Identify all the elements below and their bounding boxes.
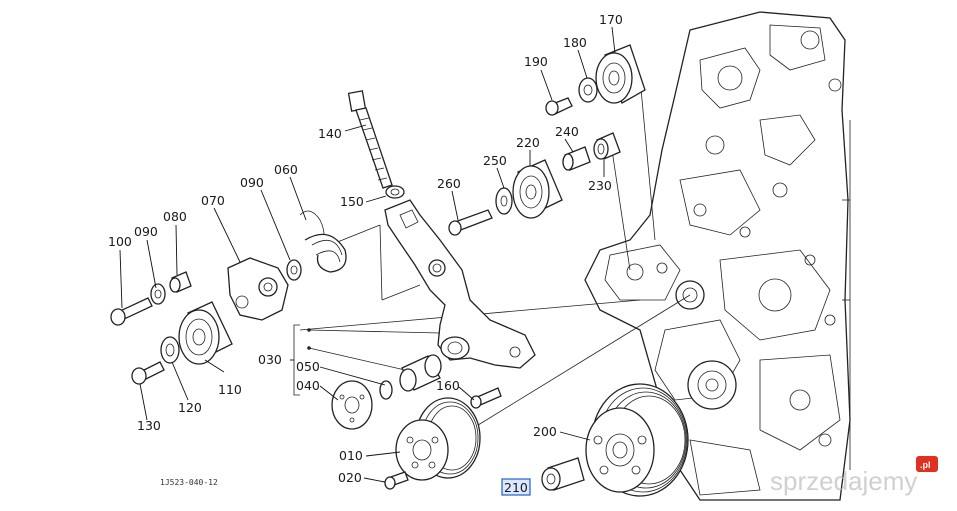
callout-130: 130 [137,418,161,433]
callout-190: 190 [524,54,548,69]
callout-210: 210 [504,480,528,495]
flange-040 [331,380,373,430]
bushing-050 [379,354,442,400]
tensioner-bracket [384,199,536,369]
callout-labels: 170 180 190 140 240 220 250 230 060 260 … [108,12,623,496]
bolt-100 [110,297,153,326]
callout-040: 040 [296,378,320,393]
assembly-bracket-030 [293,324,441,396]
watermark-badge [916,456,938,472]
callout-140: 140 [318,126,342,141]
drawing-code: 1J523-040-12 [160,478,218,487]
callout-160: 160 [436,378,460,393]
callout-250: 250 [483,153,507,168]
callout-240: 240 [555,124,579,139]
callout-150: 150 [340,194,364,209]
washer-090 [150,283,166,305]
callout-220: 220 [516,135,540,150]
nut-150 [385,185,405,199]
callout-110: 110 [218,382,242,397]
bolt-020 [384,471,409,490]
bushing-080 [169,271,192,293]
watermark-badge-text: .pl [920,460,931,470]
callout-020: 020 [338,470,362,485]
callout-060: 060 [274,162,298,177]
spacer-240 [562,146,591,171]
callout-080: 080 [163,209,187,224]
idler-assembly-220 [448,159,563,236]
watermark-text: sprzedajemy [770,466,917,496]
bushing-230 [593,132,621,160]
callout-090-lower: 090 [134,224,158,239]
fan-pulley-010 [395,397,481,481]
leader-lines [119,26,616,483]
callout-070: 070 [201,193,225,208]
spring-060 [299,210,347,273]
engine-block [584,11,851,501]
callout-100: 100 [108,234,132,249]
callout-010: 010 [339,448,363,463]
callout-230: 230 [588,178,612,193]
callout-260: 260 [437,176,461,191]
callout-120: 120 [178,400,202,415]
crank-pulley-200 [585,383,689,497]
callout-200: 200 [533,424,557,439]
watermark: sprzedajemy .pl [770,456,938,496]
callout-210-highlight [501,478,531,496]
callout-030: 030 [258,352,282,367]
callout-170: 170 [599,12,623,27]
idler-assembly-110 [131,301,233,385]
callout-090-upper: 090 [240,175,264,190]
long-bolt-140 [347,90,393,189]
callout-050: 050 [296,359,320,374]
callout-180: 180 [563,35,587,50]
bolt-160 [470,387,502,409]
tensioner-arm-070 [227,257,302,321]
crank-bolt-210 [541,457,585,491]
idler-assembly-170 [545,44,646,116]
